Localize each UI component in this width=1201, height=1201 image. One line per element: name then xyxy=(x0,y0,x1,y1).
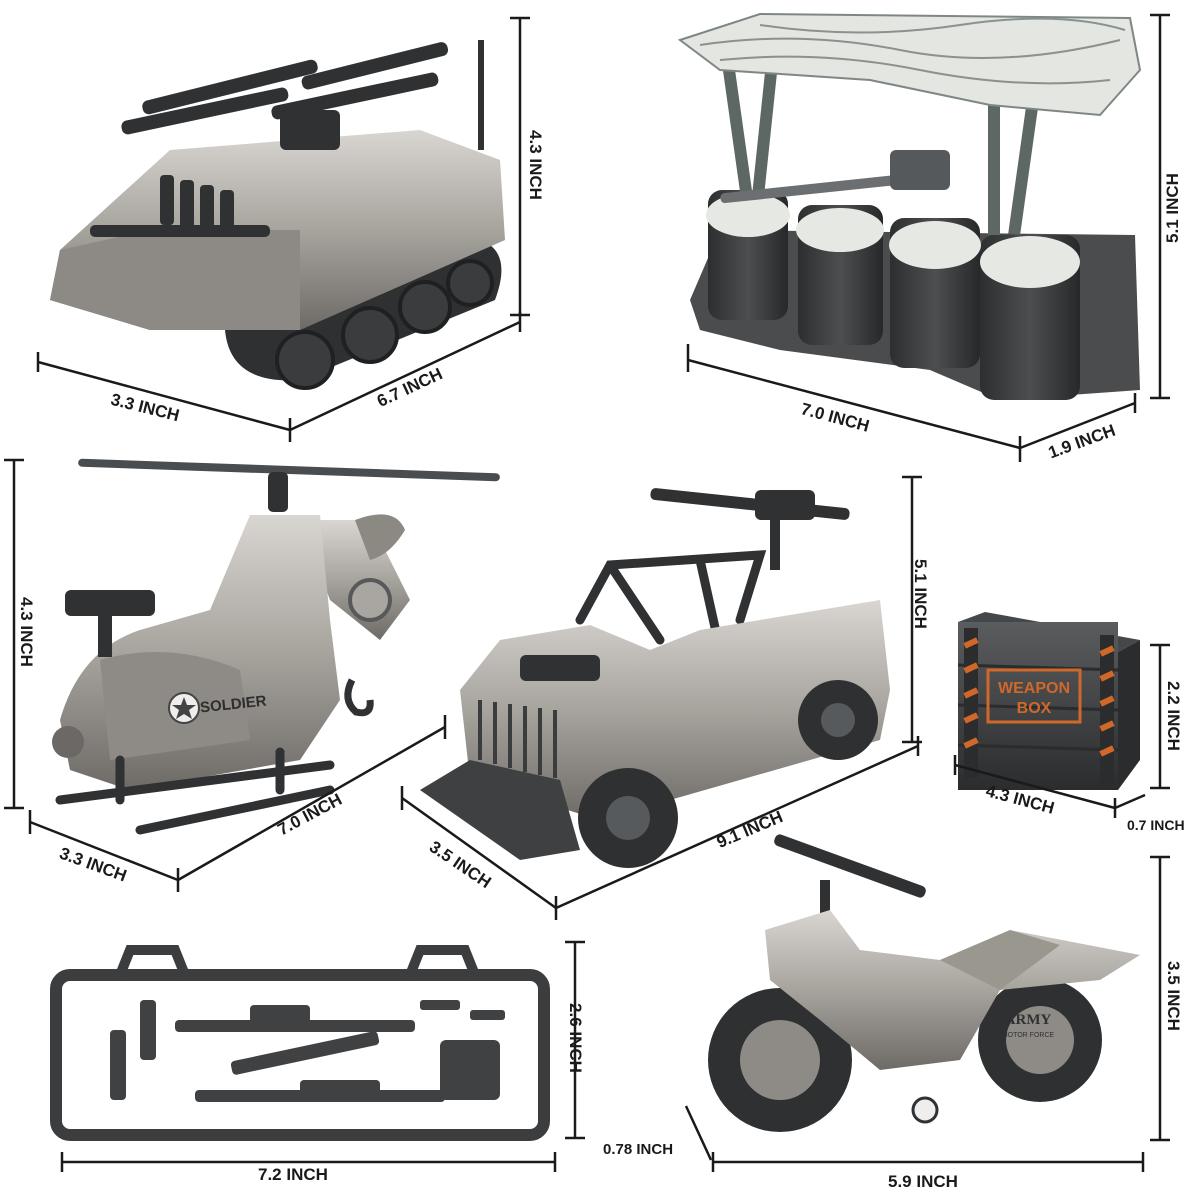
weapon-sprue-height-label: 2.6 INCH xyxy=(565,1003,585,1073)
bunker-barrels xyxy=(706,190,1080,400)
motorcycle-toy: ARMY MOTOR FORCE xyxy=(684,834,1170,1172)
helicopter-dimension-lines xyxy=(4,458,447,892)
jeep-plow xyxy=(420,760,580,860)
tank-wheels xyxy=(275,259,494,390)
helicopter-rotor xyxy=(78,458,500,482)
jeep-height-label: 5.1 INCH xyxy=(910,559,930,629)
jeep-wheels xyxy=(578,680,878,868)
motorcycle-decal: ARMY xyxy=(1005,1012,1052,1028)
tank-toy xyxy=(36,16,530,442)
helicopter-skids xyxy=(55,747,335,835)
weapon-box-dimension-lines xyxy=(953,643,1170,818)
tank-guns xyxy=(121,42,449,150)
jeep-mounted-gun xyxy=(650,488,850,520)
weapon-box-label-line1: WEAPON xyxy=(998,680,1070,697)
weapon-box-label-line2: BOX xyxy=(1017,700,1052,717)
weapon-sprue-frame xyxy=(50,969,550,1141)
motorcycle-subdecal: MOTOR FORCE xyxy=(1002,1032,1055,1039)
weapon-box-depth-label: 0.7 INCH xyxy=(1127,817,1185,833)
weapon-sprue-length-label: 7.2 INCH xyxy=(258,1165,328,1184)
weapon-box-label-frame xyxy=(986,668,1082,724)
weapon-sprue-dimension-lines xyxy=(60,940,585,1172)
motorcycle-wheel-height-label: 0.78 INCH xyxy=(603,1141,674,1158)
weapon-sprue-guns xyxy=(110,1000,505,1102)
tank-height-label: 4.3 INCH xyxy=(525,130,545,200)
weapon-box-height-label: 2.2 INCH xyxy=(1163,681,1183,751)
motorcycle-length-label: 5.9 INCH xyxy=(888,1172,958,1191)
motorcycle-wheels xyxy=(708,978,1102,1132)
bunker-height-label: 5.1 INCH xyxy=(1162,173,1182,243)
helicopter-toy xyxy=(4,458,500,892)
bunker-dimension-lines xyxy=(686,13,1170,462)
helicopter-star-decal xyxy=(168,692,200,724)
weapon-box-toy: WEAPON BOX xyxy=(953,612,1170,818)
jeep-dimension-lines xyxy=(400,475,922,920)
helicopter-height-label: 4.3 INCH xyxy=(16,597,36,667)
motorcycle-height-label: 3.5 INCH xyxy=(1163,961,1183,1031)
tank-dimension-lines xyxy=(36,16,530,442)
motorcycle-dimension-lines xyxy=(684,855,1170,1172)
weapon-box-hazard-stripes xyxy=(963,628,1115,785)
weapon-sprue-toy xyxy=(50,940,585,1172)
bunker-camo-roof xyxy=(677,12,1142,117)
jeep-toy xyxy=(400,475,922,920)
bunker-toy xyxy=(677,12,1170,462)
